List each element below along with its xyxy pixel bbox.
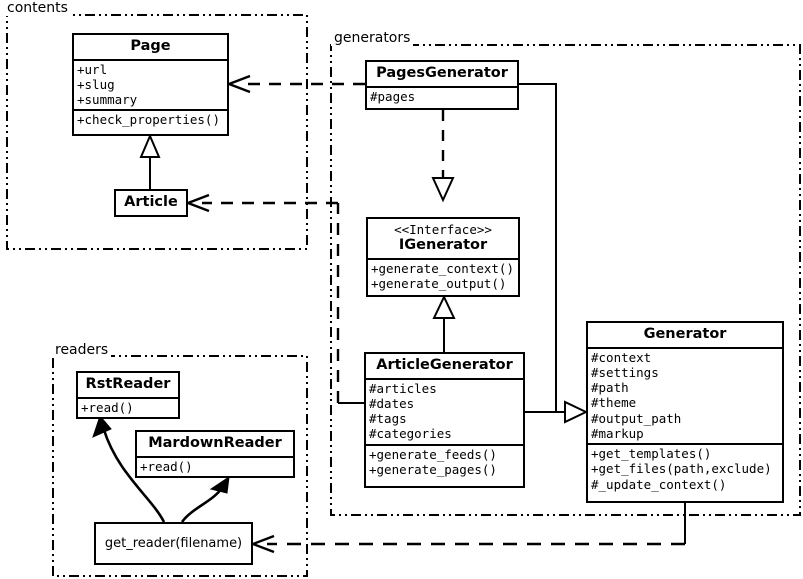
class-name-mardownreader: MardownReader [148,435,282,451]
attribute-item: #categories [369,426,452,442]
attribute-item: +slug [77,76,115,92]
operation-item: +get_templates() [591,446,712,462]
dependency-pagesgenerator-to-page [225,74,365,94]
class-name-articlegenerator: ArticleGenerator [376,357,513,373]
creates-getreader-to-rstreader [92,414,166,523]
class-title-igenerator: IGenerator [398,237,488,253]
dependency-articlegenerator-to-article [184,193,364,404]
attribute-item: #tags [369,411,407,427]
generalization-article-to-page [139,133,161,189]
class-box-page[interactable]: Page +url +slug +summary +check_properti… [72,33,229,136]
creates-getreader-to-mardownreader [180,475,230,523]
attribute-item: #settings [591,364,659,380]
class-box-generator[interactable]: Generator #context #settings #path #them… [586,321,784,503]
operation-item: +generate_feeds() [369,446,497,462]
attributes-compartment-pagesgenerator: #pages [367,85,517,106]
class-box-rstreader[interactable]: RstReader +read() [76,371,180,419]
operations-compartment-page: +check_properties() [74,109,227,129]
operation-item: +read() [81,399,134,415]
operation-item: #_update_context() [591,476,727,492]
class-name-pagesgenerator: PagesGenerator [376,65,508,81]
class-name-generator: Generator [643,326,727,342]
attribute-item: #context [591,349,652,365]
operation-item: +generate_output() [371,275,507,291]
operation-item: +generate_pages() [369,461,497,477]
class-box-igenerator[interactable]: <<Interface>> IGenerator +generate_conte… [366,217,520,297]
attributes-compartment-page: +url +slug +summary [74,58,227,110]
function-label-get-reader: get_reader(filename) [104,536,243,551]
function-box-get-reader[interactable]: get_reader(filename) [94,522,253,565]
package-label-generators: generators [331,30,414,46]
package-border-generators [330,44,801,516]
operation-item: +generate_context() [371,260,514,276]
class-box-mardownreader[interactable]: MardownReader +read() [135,430,295,478]
attribute-item: #articles [369,380,437,396]
package-label-readers: readers [52,342,112,358]
class-box-article[interactable]: Article [114,189,188,217]
operations-compartment-igenerator: +generate_context() +generate_output() [368,257,518,294]
generalization-generators-to-generator [519,83,589,424]
class-box-articlegenerator[interactable]: ArticleGenerator #articles #dates #tags … [364,352,525,488]
attributes-compartment-articlegenerator: #articles #dates #tags #categories [366,377,523,444]
attribute-item: #pages [370,88,416,104]
dependency-generator-to-getreader [249,503,686,554]
realization-pagesgenerator-to-igenerator [431,110,455,203]
stereotype-label-igenerator: <<Interface>> [394,222,492,237]
class-box-pagesgenerator[interactable]: PagesGenerator #pages [365,60,519,110]
operations-compartment-mardownreader: +read() [137,455,293,476]
attribute-item: #markup [591,425,644,441]
attribute-item: +summary [77,92,138,108]
class-name-article: Article [124,194,178,210]
operation-item: +read() [140,458,193,474]
class-name-igenerator: <<Interface>> IGenerator [368,219,518,258]
operations-compartment-generator: +get_templates() +get_files(path,exclude… [588,443,782,494]
generalization-articlegenerator-to-igenerator [432,294,456,352]
attribute-item: #path [591,380,629,396]
attribute-item: #theme [591,395,637,411]
package-border-readers [52,355,308,577]
operations-compartment-rstreader: +read() [78,396,178,417]
package-border-contents [6,14,308,250]
attribute-item: #dates [369,395,415,411]
class-name-rstreader: RstReader [85,376,171,392]
attribute-item: +url [77,61,108,77]
operation-item: +check_properties() [77,112,220,128]
attributes-compartment-generator: #context #settings #path #theme #output_… [588,346,782,444]
operations-compartment-articlegenerator: +generate_feeds() +generate_pages() [366,443,523,480]
attribute-item: #output_path [591,410,682,426]
package-label-contents: contents [4,0,71,16]
operation-item: +get_files(path,exclude) [591,461,772,477]
class-name-page: Page [130,38,171,54]
